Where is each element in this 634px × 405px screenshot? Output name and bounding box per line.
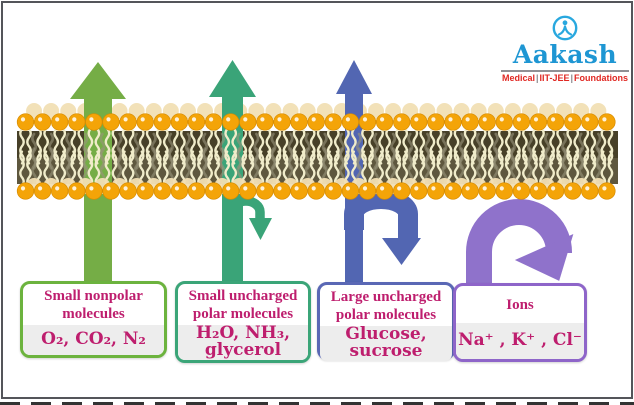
bottom-dashed-edge xyxy=(0,402,634,405)
legend-title: Small nonpolar molecules xyxy=(44,288,143,323)
phospholipid-head-rows xyxy=(16,113,616,200)
legend-box-ions: Ions Na⁺ , K⁺ , Cl⁻ xyxy=(453,283,587,362)
lipid-tails-shadow xyxy=(31,132,602,185)
legend-box-small-uncharged-polar: Small uncharged polar molecules H₂O, NH₃… xyxy=(175,281,311,363)
arrow-small-uncharged-polar xyxy=(209,60,272,291)
brand-logo: Aakash Medical|IIT-JEE|Foundations xyxy=(501,14,629,83)
person-in-circle-icon xyxy=(501,14,629,42)
legend-formula: Na⁺ , K⁺ , Cl⁻ xyxy=(456,323,584,359)
legend-formula: Glucose, sucrose xyxy=(320,325,452,362)
brand-name: Aakash xyxy=(512,40,618,69)
legend-title: Small uncharged polar molecules xyxy=(188,288,298,323)
brand-tagline: Medical|IIT-JEE|Foundations xyxy=(501,73,629,84)
lipid-tails xyxy=(19,127,614,188)
legend-box-small-nonpolar: Small nonpolar molecules O₂, CO₂, N₂ xyxy=(20,281,167,358)
legend-formula: H₂O, NH₃, glycerol xyxy=(178,324,308,361)
legend-title: Ions xyxy=(506,297,534,314)
legend-formula: O₂, CO₂, N₂ xyxy=(23,324,164,355)
arrow-ions xyxy=(466,199,574,292)
brand-rule xyxy=(501,70,629,73)
legend-box-large-uncharged-polar: Large uncharged polar molecules Glucose,… xyxy=(317,282,455,362)
legend-title: Large uncharged polar molecules xyxy=(330,289,442,324)
